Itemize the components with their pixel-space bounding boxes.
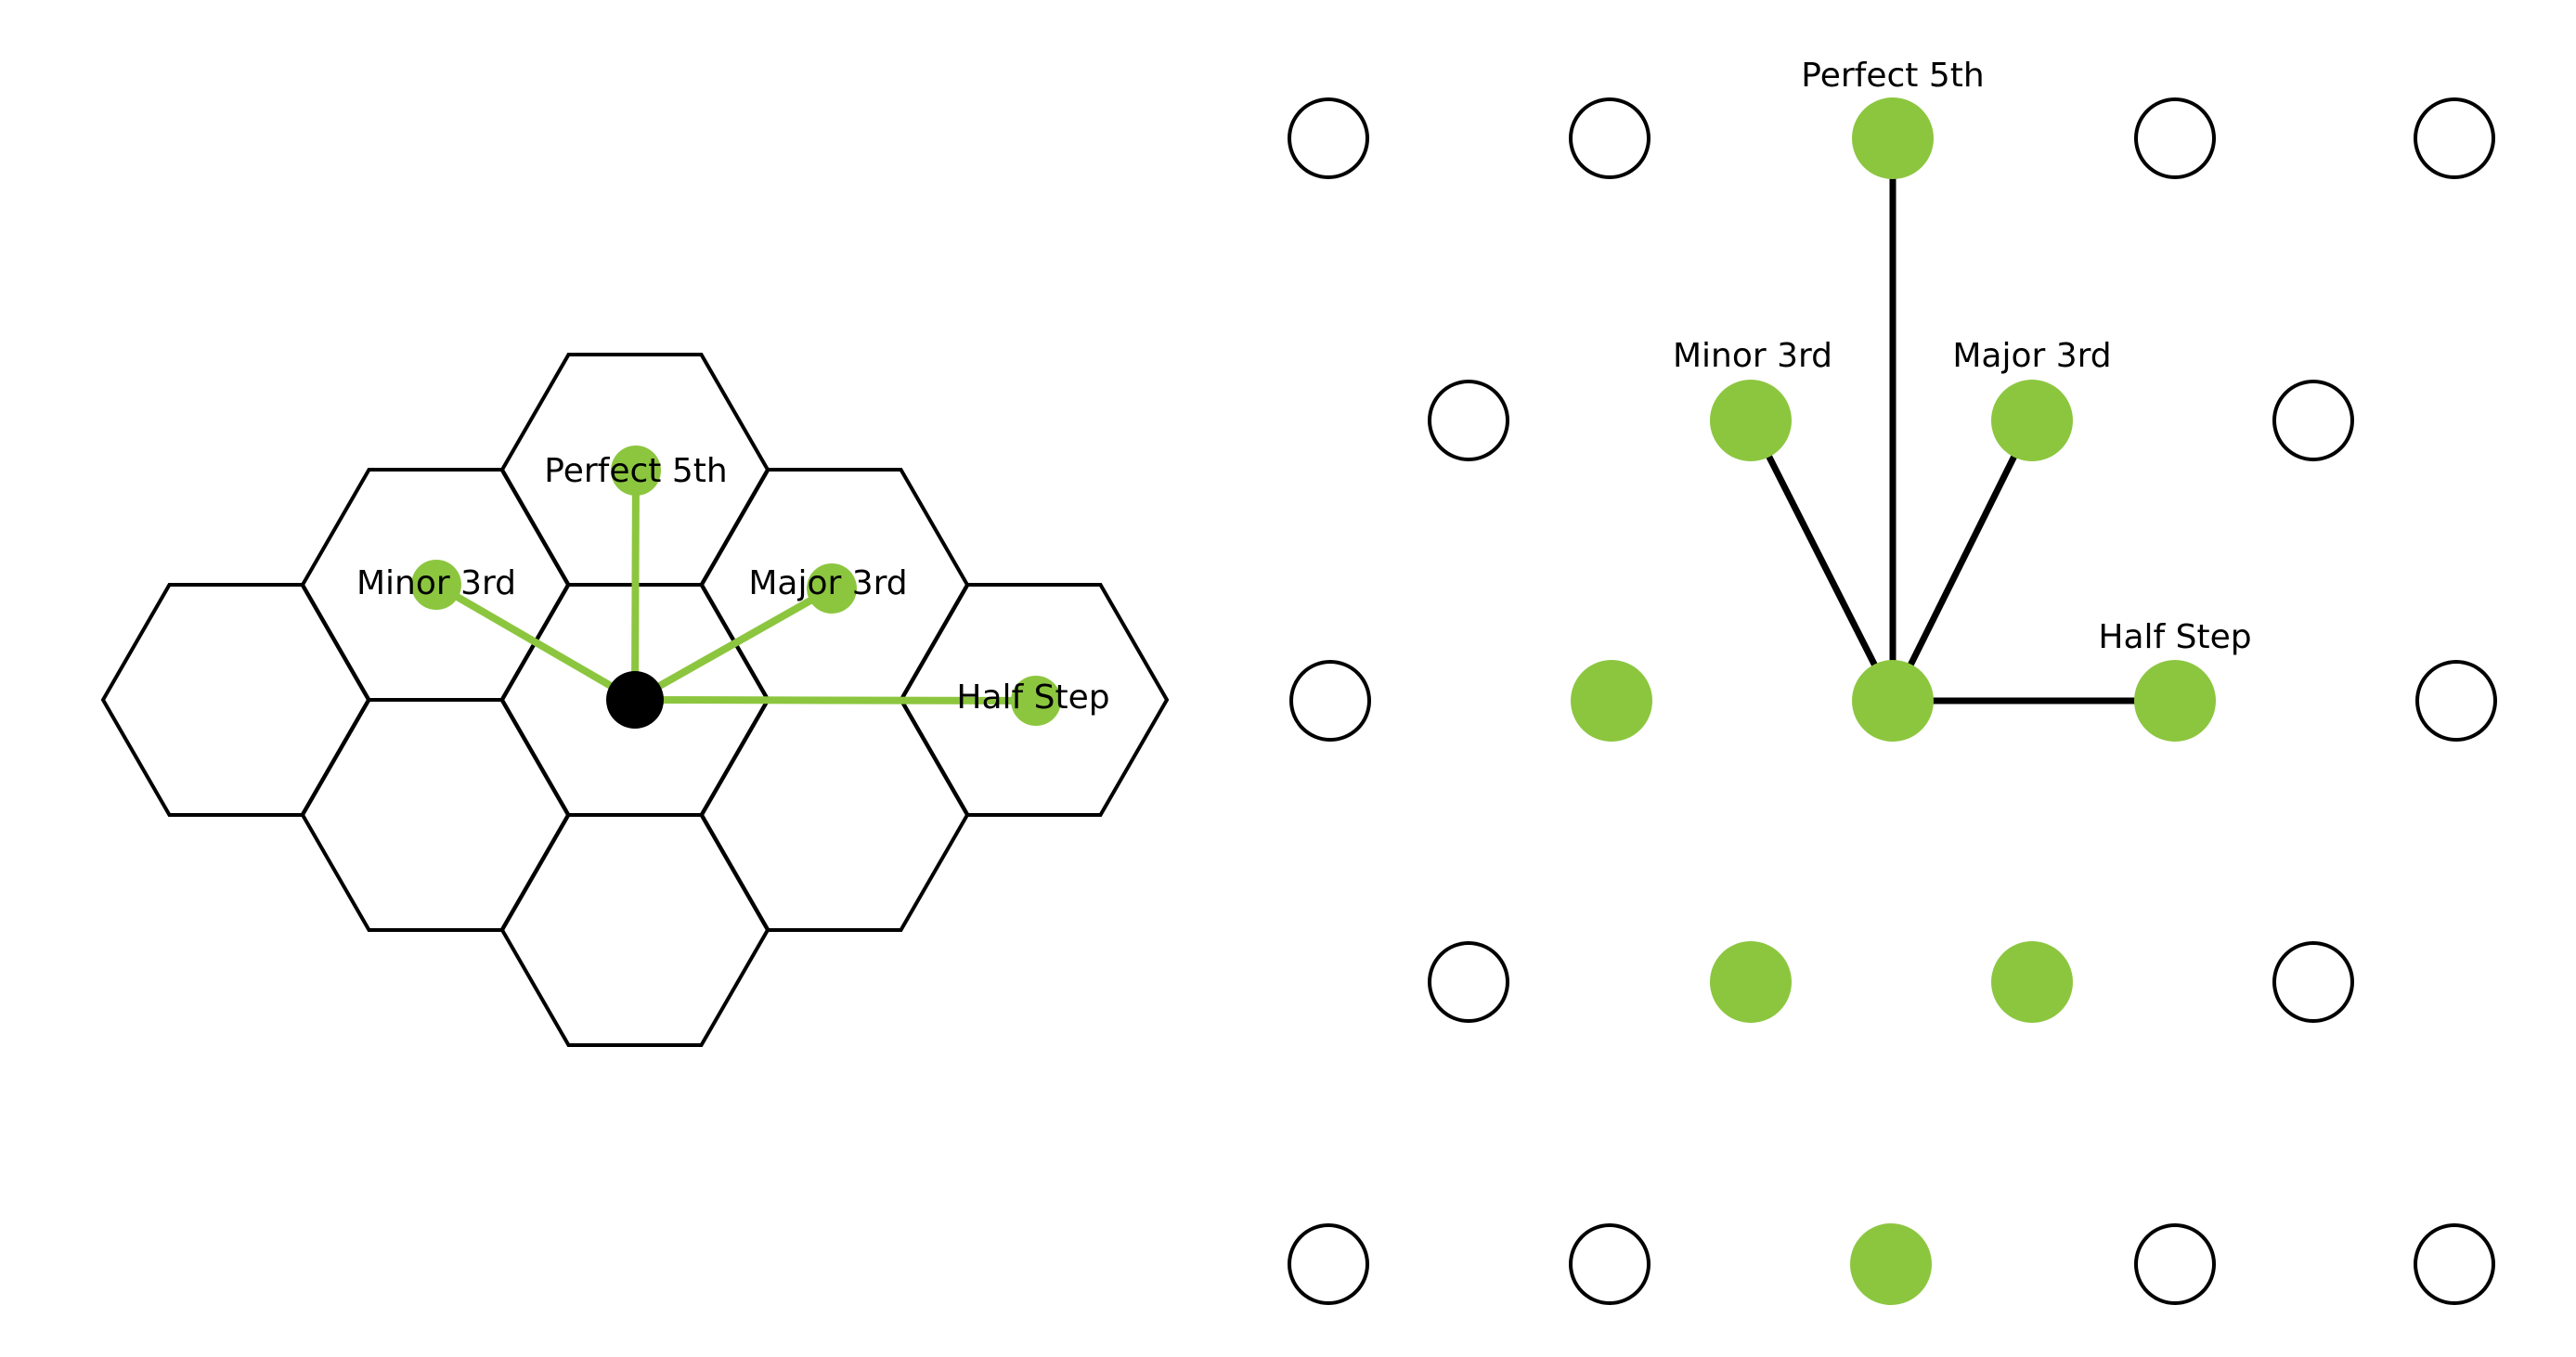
root-note-dot [606, 671, 664, 729]
grid-interval-lines [1747, 138, 2175, 704]
note-dot-highlighted [1710, 380, 1792, 461]
note-dot-empty [1288, 1223, 1369, 1305]
note-dot-empty [2414, 1223, 2495, 1305]
hex-interval-lines [434, 470, 1037, 704]
interval-line [1889, 419, 2036, 703]
interval-line [631, 470, 640, 701]
note-dot-empty [2415, 660, 2497, 742]
hexagon-cell [300, 698, 571, 932]
hex-label-minor-3rd: Minor 3rd [356, 564, 516, 602]
note-dot-highlighted [1710, 941, 1792, 1023]
note-dot-empty [1289, 660, 1371, 742]
hex-label-half-step: Half Step [956, 678, 1109, 717]
note-dot-empty [2414, 97, 2495, 179]
note-dot-highlighted [1850, 1223, 1932, 1305]
grid-label-perfect-5th: Perfect 5th [1801, 57, 1984, 95]
note-dot-highlighted [1991, 380, 2073, 461]
hex-labels: Perfect 5th Minor 3rd Major 3rd Half Ste… [356, 452, 1110, 717]
note-dot-empty [1428, 380, 1509, 461]
hex-note-dots [411, 446, 1061, 729]
note-dot-empty [2134, 1223, 2216, 1305]
interval-line [634, 696, 1037, 704]
hexagon-cell [100, 583, 371, 817]
note-dot-highlighted [411, 560, 461, 610]
grid-labels: Perfect 5th Minor 3rd Major 3rd Half Ste… [1673, 57, 2252, 656]
interval-line [434, 581, 638, 704]
note-dot-empty [2134, 97, 2216, 179]
note-dot-highlighted [1852, 97, 1934, 179]
hex-label-perfect-5th: Perfect 5th [544, 452, 727, 490]
hexagon-cell [499, 813, 770, 1047]
interval-line [1747, 419, 1896, 703]
grid-label-major-3rd: Major 3rd [1952, 337, 2111, 375]
hexagon-cell [699, 698, 970, 932]
note-dot-empty [1288, 97, 1369, 179]
grid-label-minor-3rd: Minor 3rd [1673, 337, 1832, 375]
interval-line [633, 585, 834, 704]
note-dot-highlighted [807, 563, 857, 614]
note-dot-highlighted [1991, 941, 2073, 1023]
note-dot-highlighted [2134, 660, 2216, 742]
hexagon-cell [899, 583, 1170, 817]
note-dot-empty [1569, 1223, 1650, 1305]
note-dot-empty [2272, 380, 2354, 461]
grid-note-dots [1288, 97, 2497, 1305]
note-dot-empty [1428, 941, 1509, 1023]
note-dot-highlighted [1011, 676, 1061, 726]
note-dot-highlighted [611, 446, 661, 496]
note-dot-empty [2272, 941, 2354, 1023]
grid-label-half-step: Half Step [2098, 618, 2251, 656]
note-dot-empty [1569, 97, 1650, 179]
note-dot-highlighted [1852, 660, 1934, 742]
hex-label-major-3rd: Major 3rd [748, 564, 907, 602]
note-dot-highlighted [1571, 660, 1652, 742]
